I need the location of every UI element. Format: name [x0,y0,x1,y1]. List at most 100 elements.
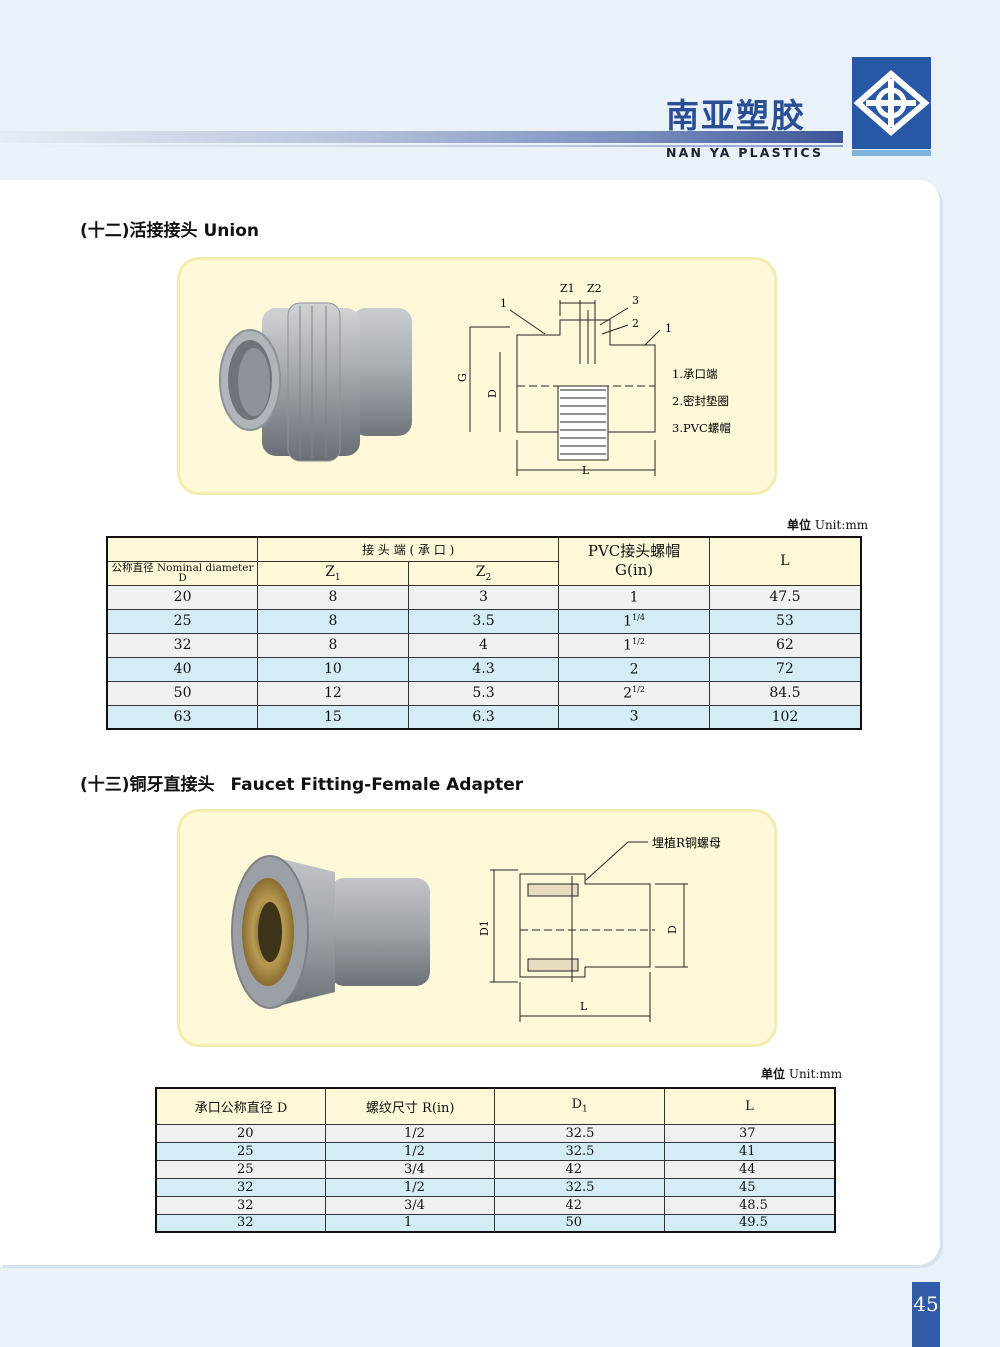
table-row: 40 10 4.3 2 72 [106,656,862,682]
cell-d: 50 [106,680,259,706]
table-row: 63 15 6.3 3 102 [106,704,862,730]
union-figure-box: Z1 Z2 1 3 2 1 G D L 1.承口端 2.密封垫圈 3.PVC螺帽 [177,257,777,495]
page-number: 45 [913,1292,939,1316]
cell-d: 25 [106,608,259,634]
cell-l: 45 [663,1177,836,1197]
cell-z1: 15 [257,704,409,730]
cell-l: 48.5 [663,1195,836,1215]
cell-d1: 32.5 [494,1123,665,1143]
adapter-technical-drawing: 埋植R铜螺母 D1 D L [478,835,721,1022]
table-row: 32 1/2 32.5 45 [155,1177,836,1197]
cell-r: 1/2 [324,1177,496,1197]
cell-g: 11/4 [558,608,710,634]
cell-z1: 8 [257,632,409,658]
unit-label-adapter: 单位 Unit:mm [761,1067,843,1081]
socket-diameter-header: 承口公称直径 D [155,1087,326,1125]
legend-item-2: 2.密封垫圈 [672,394,729,408]
d1-header: D1 [494,1087,665,1125]
cell-d: 25 [155,1159,326,1179]
cell-l: 49.5 [663,1213,836,1233]
label-d: D [666,925,679,934]
cell-d1: 32.5 [494,1141,665,1161]
length-header: L [663,1087,836,1125]
union-product-image [219,302,412,462]
brand-name-cn: 南亚塑胶 [666,96,806,135]
table-row: 32 3/4 42 48.5 [155,1195,836,1215]
cell-l: 47.5 [708,584,862,610]
cell-d1: 42 [494,1195,665,1215]
unit-label-union: 单位 Unit:mm [787,518,869,532]
adapter-product-image [231,855,430,1009]
table-row: 32 1 50 49.5 [155,1213,836,1233]
cell-d1: 50 [494,1213,665,1233]
cell-g: 2 [558,656,710,682]
cell-l: 37 [663,1123,836,1143]
label-part-1: 1 [500,297,507,310]
cell-g: 3 [558,704,710,730]
label-part-2: 2 [632,317,639,330]
cell-l: 53 [708,608,862,634]
cell-l: 84.5 [708,680,862,706]
cell-g: 21/2 [558,680,710,706]
table-row: 32 8 4 11/2 62 [106,632,862,658]
cell-d: 32 [155,1195,326,1215]
label-z1: Z1 [560,282,575,295]
cell-r: 3/4 [324,1159,496,1179]
cell-d: 20 [155,1123,326,1143]
table-row: 25 3/4 42 44 [155,1159,836,1179]
brand-name-en: NAN YA PLASTICS [666,145,824,160]
cell-d: 25 [155,1141,326,1161]
label-d1: D1 [478,920,491,936]
cell-z1: 12 [257,680,409,706]
cell-d: 32 [106,632,259,658]
page-number-tab [912,1282,940,1347]
z2-header: Z2 [407,560,560,586]
cell-z1: 8 [257,584,409,610]
nominal-diameter-header [106,536,259,562]
cell-r: 3/4 [324,1195,496,1215]
length-header: L [708,536,862,586]
logo-underbar [852,150,931,156]
cell-z1: 10 [257,656,409,682]
legend-item-3: 3.PVC螺帽 [672,421,731,435]
header-stripe-thin [0,145,843,147]
cell-d1: 32.5 [494,1177,665,1197]
cell-l: 41 [663,1141,836,1161]
cell-r: 1/2 [324,1141,496,1161]
cell-d: 63 [106,704,259,730]
logo-emblem-icon [853,70,930,136]
cell-d: 32 [155,1177,326,1197]
legend-item-1: 1.承口端 [672,367,717,381]
cell-z2: 6.3 [407,704,560,730]
cell-d: 40 [106,656,259,682]
label-g: G [456,373,469,382]
union-technical-drawing: Z1 Z2 1 3 2 1 G D L 1.承口端 2.密封垫圈 3.PVC螺帽 [456,282,731,477]
section-title-union: (十二)活接接头 Union [80,221,259,241]
cell-z1: 8 [257,608,409,634]
cell-l: 72 [708,656,862,682]
table-row: 25 8 3.5 11/4 53 [106,608,862,634]
cell-r: 1/2 [324,1123,496,1143]
cell-z2: 5.3 [407,680,560,706]
header-stripe [0,131,843,143]
cell-l: 102 [708,704,862,730]
label-l: L [582,464,590,477]
table-row: 20 1/2 32.5 37 [155,1123,836,1143]
cell-g: 1 [558,584,710,610]
cell-d: 32 [155,1213,326,1233]
cell-g: 11/2 [558,632,710,658]
table-row: 50 12 5.3 21/2 84.5 [106,680,862,706]
cell-l: 62 [708,632,862,658]
cell-d: 20 [106,584,259,610]
cell-z2: 3.5 [407,608,560,634]
cell-z2: 3 [407,584,560,610]
adapter-spec-table: 承口公称直径 D 螺纹尺寸 R(in) D1 L 20 1/2 32.5 37 … [155,1087,836,1233]
label-part-1b: 1 [665,322,672,335]
adapter-figure-box: 埋植R铜螺母 D1 D L [177,809,777,1047]
label-z2: Z2 [587,282,602,295]
cell-l: 44 [663,1159,836,1179]
